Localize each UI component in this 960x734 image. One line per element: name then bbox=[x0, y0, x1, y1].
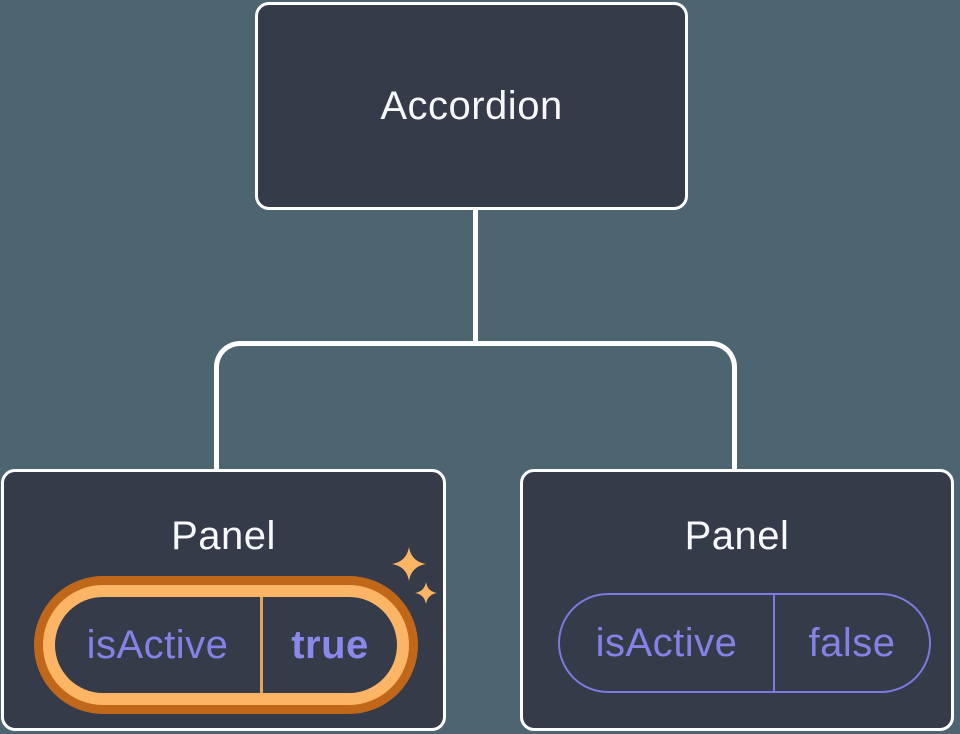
state-pill: isActive false bbox=[558, 593, 931, 693]
state-value-label: true bbox=[291, 622, 369, 667]
connector-stem bbox=[473, 209, 478, 343]
panel-node-label: Panel bbox=[684, 514, 790, 558]
panel-node-active: Panel isActive true bbox=[1, 469, 446, 731]
state-pill-highlighted: isActive true bbox=[34, 576, 418, 714]
accordion-node: Accordion bbox=[255, 2, 688, 210]
pill-divider bbox=[773, 595, 775, 691]
panel-node-label: Panel bbox=[171, 514, 276, 558]
panel-node-inactive: Panel isActive false bbox=[520, 469, 954, 731]
sparkle-icon bbox=[415, 582, 437, 604]
state-pill-core: isActive true bbox=[55, 597, 397, 693]
state-key-label: isActive bbox=[86, 622, 229, 667]
accordion-node-label: Accordion bbox=[380, 84, 563, 128]
state-value-label: false bbox=[808, 620, 896, 665]
pill-divider bbox=[260, 597, 263, 693]
sparkle-icon bbox=[392, 547, 426, 581]
connector-bracket bbox=[214, 341, 737, 470]
state-key-label: isActive bbox=[595, 620, 738, 665]
